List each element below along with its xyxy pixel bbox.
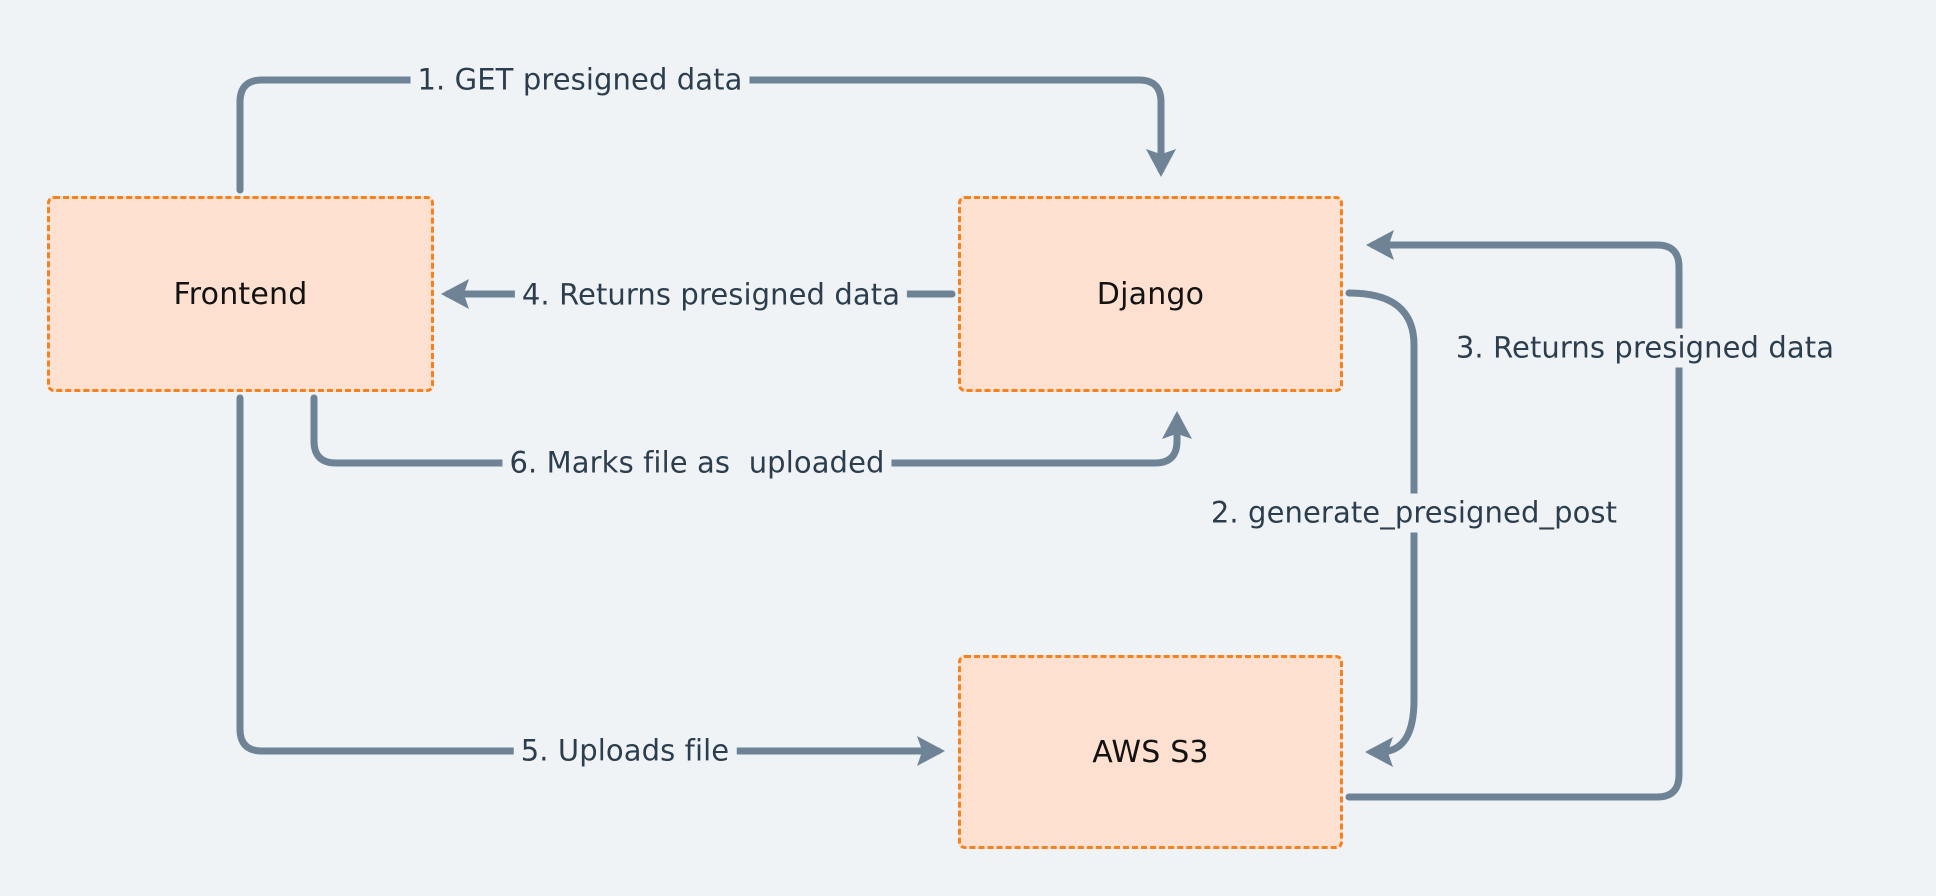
edge-label-2: 2. generate_presigned_post [1203, 493, 1625, 533]
edge-label-3: 3. Returns presigned data [1448, 328, 1842, 368]
edge-label-1: 1. GET presigned data [410, 60, 750, 100]
edge-label-6: 6. Marks file as uploaded [502, 443, 892, 483]
edge-2-path [1345, 289, 1418, 768]
node-aws-s3-label: AWS S3 [1092, 734, 1209, 770]
edge-label-4: 4. Returns presigned data [514, 275, 908, 315]
node-frontend[interactable]: Frontend [47, 196, 434, 392]
node-frontend-label: Frontend [173, 276, 308, 312]
node-django-label: Django [1096, 276, 1205, 312]
edge-3-path [1345, 229, 1683, 801]
node-django[interactable]: Django [958, 196, 1343, 392]
edge-label-5: 5. Uploads file [513, 731, 737, 771]
edge-5-path [236, 394, 945, 767]
node-aws-s3[interactable]: AWS S3 [958, 655, 1343, 849]
